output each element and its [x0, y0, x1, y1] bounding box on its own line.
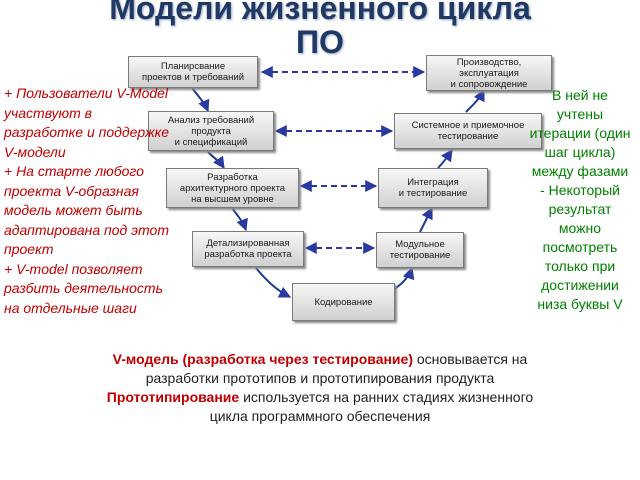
- box-integration-testing: Интеграция и тестирование: [378, 168, 488, 208]
- advantage-item-1: + Пользователи V-Model участвуют в разра…: [4, 85, 170, 160]
- arrow-detailed-to-coding: [255, 267, 292, 298]
- advantage-item-2: + На старте любого проекта V-образная мо…: [4, 163, 169, 257]
- box-unit-testing: Модульное тестирование: [376, 232, 464, 268]
- bottom-line-4: цикла программного обеспечения: [209, 408, 431, 424]
- disadvantage-item-1: В ней не учтены итерации (один шаг цикла…: [529, 87, 631, 179]
- slide-title-line2: ПО: [296, 24, 344, 60]
- arrow-unit-test-to-integration: [419, 206, 433, 233]
- arrow-architecture-to-detailed: [231, 207, 248, 232]
- box-detailed-design: Детализированная разработка проекта: [192, 231, 304, 267]
- box-planning: Планирсвание проектов и требований: [128, 56, 258, 88]
- arrow-system-test-to-production: [465, 88, 485, 113]
- slide-title-line1: Модели жизненного цикла: [109, 0, 531, 26]
- disadvantages-text: В ней не учтены итерации (один шаг цикла…: [528, 86, 632, 314]
- bottom-description: V-модель (разработка через тестирование)…: [20, 350, 620, 426]
- box-coding: Кодирование: [292, 283, 395, 321]
- arrow-integration-to-system-test: [437, 149, 453, 169]
- box-system-acceptance-testing: Системное и приемочное тестирование: [394, 113, 542, 149]
- advantages-text: + Пользователи V-Model участвуют в разра…: [4, 84, 170, 318]
- bottom-line-3: Прототипирование используется на ранних …: [106, 389, 534, 405]
- box-architecture-design: Разработка архитектурного проекта на выс…: [166, 168, 299, 208]
- arrow-analysis-to-architecture: [207, 151, 225, 169]
- box-production-operation: Производство, эксплуатация и сопровожден…: [426, 55, 552, 91]
- advantage-item-3: + V-model позволяет разбить деятельность…: [4, 260, 163, 316]
- box-requirements-analysis: Анализ требований продукта и спецификаци…: [148, 111, 274, 151]
- arrow-planning-to-analysis: [191, 87, 210, 113]
- disadvantage-item-2: - Некоторый результат можно посмотреть т…: [537, 182, 623, 312]
- bottom-line-1: V-модель (разработка через тестирование)…: [112, 351, 528, 367]
- bottom-line-2: разработки прототипов и прототипирования…: [145, 370, 495, 386]
